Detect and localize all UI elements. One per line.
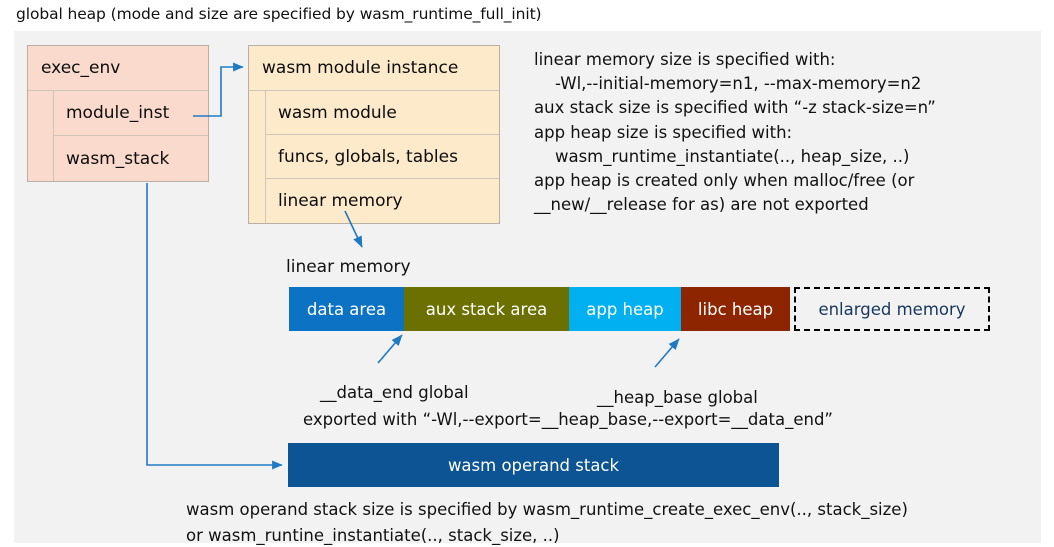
exec-env-field-wasm-stack: wasm_stack [66, 148, 170, 169]
operand-stack-size-note: wasm operand stack size is specified by … [186, 500, 908, 545]
module-instance-body: wasm module funcs, globals, tables linea… [249, 91, 499, 223]
exec-env-body: module_inst wasm_stack [28, 91, 208, 181]
wasm-module-instance-box: wasm module instance wasm module funcs, … [248, 45, 500, 224]
heap-base-global-label: __heap_base global [597, 388, 758, 407]
exec-env-fields: module_inst wasm_stack [54, 91, 208, 181]
module-instance-fields: wasm module funcs, globals, tables linea… [266, 91, 499, 223]
diagram-panel: exec_env module_inst wasm_stack wasm mod… [14, 31, 1041, 545]
wasm-operand-stack-box: wasm operand stack [288, 443, 779, 487]
module-instance-field-wasm-module: wasm module [266, 91, 499, 135]
memory-segment-app-heap: app heap [569, 287, 681, 331]
arrow-heap-base-global [654, 338, 680, 368]
linear-memory-caption: linear memory [286, 257, 411, 277]
linear-memory-bar: data area aux stack area app heap libc h… [289, 287, 990, 331]
wasm-operand-stack-label: wasm operand stack [447, 455, 620, 475]
module-instance-field-funcs-globals-tables: funcs, globals, tables [266, 135, 499, 179]
memory-segment-libc-heap: libc heap [681, 287, 790, 331]
arrow-data-end-global [377, 334, 403, 364]
exec-env-gutter [28, 91, 54, 181]
memory-segment-data-area: data area [289, 287, 404, 331]
module-instance-gutter [249, 91, 266, 223]
page-title: global heap (mode and size are specified… [16, 5, 542, 23]
memory-segment-aux-stack-area: aux stack area [404, 287, 569, 331]
arrow-wasm-stack-to-operand-stack [146, 183, 283, 470]
data-end-global-label: __data_end global [320, 383, 469, 402]
linear-memory-config-note: linear memory size is specified with: -W… [534, 50, 936, 215]
exec-env-box: exec_env module_inst wasm_stack [27, 45, 209, 182]
export-flags-note: exported with “-Wl,--export=__heap_base,… [303, 410, 833, 429]
exec-env-header: exec_env [28, 46, 208, 91]
module-instance-header: wasm module instance [249, 46, 499, 91]
memory-segment-enlarged-memory: enlarged memory [794, 287, 990, 331]
exec-env-field-module-inst: module_inst [54, 91, 208, 136]
module-instance-field-linear-memory: linear memory [278, 191, 403, 211]
